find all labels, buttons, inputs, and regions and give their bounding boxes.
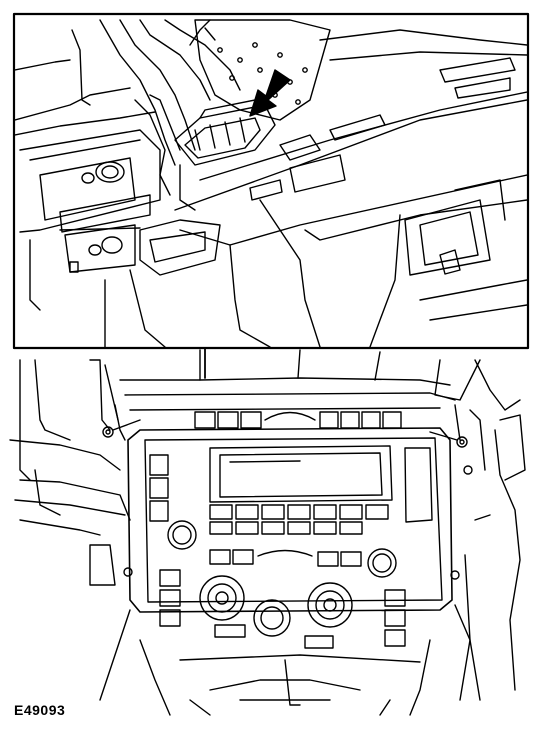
inset-unit-housing xyxy=(59,29,527,347)
release-arrow-icon xyxy=(249,69,291,117)
figure-reference-code: E49093 xyxy=(14,702,66,718)
console-fasteners xyxy=(102,419,473,580)
inset-left-trim xyxy=(15,29,166,347)
console-vent-slots xyxy=(194,411,402,429)
console-right-dash xyxy=(434,359,526,701)
audio-climate-panel xyxy=(127,427,453,649)
console-main-view xyxy=(9,349,526,716)
console-lower xyxy=(99,604,481,716)
inset-frame xyxy=(12,12,530,350)
console-top-bezel xyxy=(114,349,461,441)
detail-inset xyxy=(12,12,530,379)
console-left-dash xyxy=(9,359,131,586)
